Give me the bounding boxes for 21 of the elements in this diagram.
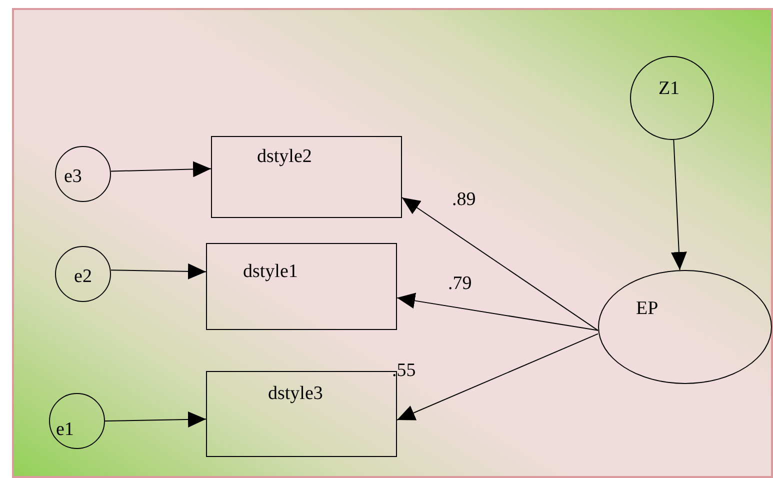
node-label: EP bbox=[636, 299, 658, 318]
edge-label: .89 bbox=[452, 190, 476, 209]
edge-label: .79 bbox=[448, 274, 472, 293]
edge-label: .55 bbox=[392, 361, 416, 380]
node-label: e1 bbox=[56, 420, 74, 439]
node-label: Z1 bbox=[658, 79, 680, 98]
arrow bbox=[104, 412, 206, 428]
node-label: e3 bbox=[64, 166, 82, 186]
arrow bbox=[402, 197, 598, 331]
latent-ellipse bbox=[598, 270, 772, 384]
arrow bbox=[110, 161, 212, 178]
node-label: dstyle3 bbox=[268, 384, 323, 403]
observed-box bbox=[206, 243, 397, 330]
node-label: dstyle2 bbox=[257, 147, 312, 166]
node-label: dstyle1 bbox=[243, 262, 298, 281]
observed-box bbox=[211, 136, 402, 218]
node-label: e2 bbox=[74, 266, 92, 286]
arrow bbox=[396, 333, 598, 421]
arrow bbox=[670, 140, 687, 270]
arrow bbox=[110, 263, 206, 280]
arrow bbox=[396, 292, 598, 331]
